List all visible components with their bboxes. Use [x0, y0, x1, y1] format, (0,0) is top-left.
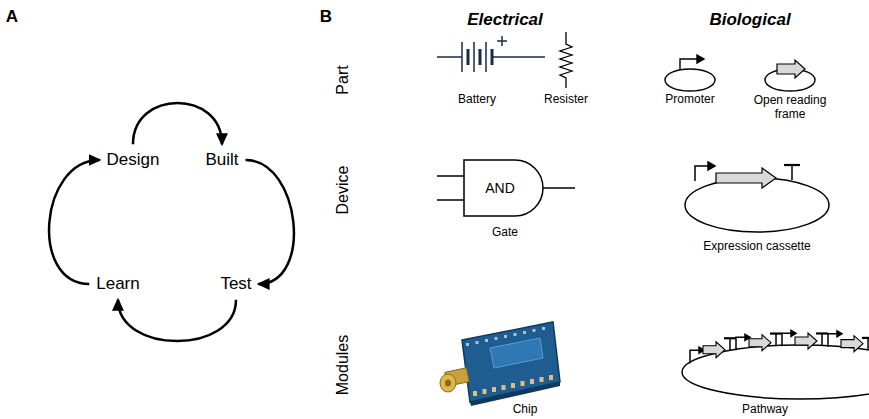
- part-name: Expression cassette: [703, 240, 810, 254]
- part-name: Pathway: [742, 403, 788, 417]
- and-gate-symbol: [437, 160, 575, 216]
- cycle-arrow: [49, 160, 99, 284]
- resistor-symbol: [560, 32, 572, 88]
- step-name: Design: [107, 150, 160, 170]
- pathway-symbol: [682, 330, 869, 399]
- orf-symbol: [765, 60, 815, 91]
- part-name: Resister: [544, 93, 588, 107]
- part-name: Chip: [513, 403, 538, 417]
- row-label: Part: [334, 65, 352, 94]
- panel-letter: B: [320, 7, 332, 27]
- step-name: Built: [205, 150, 238, 170]
- column-header: Electrical: [467, 10, 543, 30]
- gate-text: AND: [485, 180, 515, 196]
- step-name: Test: [220, 274, 251, 294]
- promoter-symbol: [665, 55, 715, 91]
- cycle-step: Design: [104, 148, 163, 172]
- battery-symbol: [437, 36, 545, 72]
- cassette-symbol: [685, 162, 829, 232]
- cycle-arrow: [133, 103, 222, 144]
- panel-letter: A: [6, 7, 18, 27]
- part-name: Open reading frame: [750, 94, 830, 122]
- row-label: Device: [334, 166, 352, 215]
- column-header: Biological: [709, 10, 790, 30]
- part-name: Promoter: [665, 93, 714, 107]
- cycle-step: Built: [202, 148, 241, 172]
- chip-illustration: [440, 322, 560, 406]
- row-label: Modules: [334, 335, 352, 395]
- cycle-step: Learn: [93, 272, 142, 296]
- cycle-arrow: [246, 160, 294, 284]
- part-name: Battery: [458, 93, 496, 107]
- part-name: Gate: [492, 226, 518, 240]
- cycle-step: Test: [217, 272, 254, 296]
- cycle-arrow: [118, 300, 236, 341]
- step-name: Learn: [96, 274, 139, 294]
